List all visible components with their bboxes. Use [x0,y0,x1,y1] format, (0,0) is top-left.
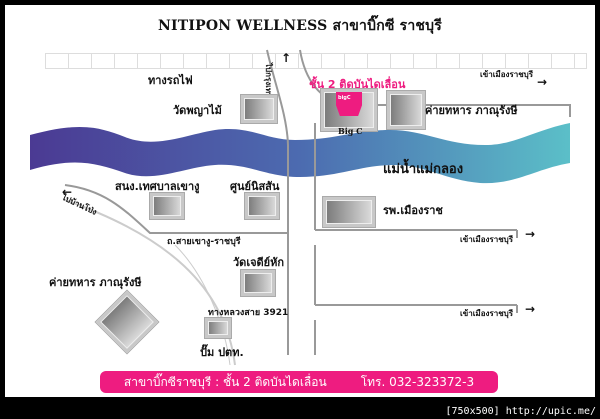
nissan-center-label: ศูนย์นิสสัน [230,180,280,193]
railway-label: ทางรถไฟ [148,74,193,87]
wat-chedi-hak-building [241,270,275,296]
wat-phaya-mai-label: วัดพญาไม้ [173,104,222,117]
arrow-right-icon: → [525,227,536,241]
to-ratchaburi-label-3: เข้าเมืองราชบุรี [460,309,514,318]
highway-label: ทางหลวงสาย 3921 [208,308,289,318]
ptt-station-label: ปั๊ม ปตท. [200,346,244,359]
floor-note-label: ชั้น 2 ติดบันไดเลื่อน [309,78,406,91]
wat-chedi-hak-label: วัดเจดีย์หัก [233,256,285,269]
hospital-building [323,197,375,227]
nissan-center-building [245,193,279,219]
army-camp-right-label: ค่ายทหาร ภาณุรังษี [425,104,518,117]
watermark: [750x500] http://upic.me/ [445,406,596,417]
arrow-right-icon: → [537,75,548,89]
contact-banner: สาขาบิ๊กซีราชบุรี : ชั้น 2 ติดบันไดเลื่อ… [100,371,498,393]
phone-number: โทร. 032-323372-3 [360,374,475,389]
big-c-building: bigC [321,89,377,131]
arrow-left-icon: ← [62,185,73,199]
railway-track [45,53,587,69]
to-ratchaburi-label-1: เข้าเมืองราชบุรี [480,70,534,79]
road-khaongu-label: ถ.สายเขางู-ราชบุรี [167,237,241,247]
municipal-office-building [150,193,184,219]
to-ratchaburi-label-2: เข้าเมืองราชบุรี [460,235,514,244]
ptt-station-building [205,318,231,338]
municipal-office-label: สนง.เทศบาลเขางู [115,180,200,193]
arrow-up-icon: ↑ [281,51,292,65]
wat-phaya-mai-building [241,95,277,123]
arrow-right-icon: → [525,302,536,316]
map-canvas: NITIPON WELLNESS สาขาบิ๊กซี ราชบุรี ทางร… [5,5,595,397]
army-camp-left-label: ค่ายทหาร ภาณุรังษี [49,276,142,289]
map-title: NITIPON WELLNESS สาขาบิ๊กซี ราชบุรี [158,18,442,34]
big-c-logo: bigC [338,95,351,101]
branch-info: สาขาบิ๊กซีราชบุรี : ชั้น 2 ติดบันไดเลื่อ… [123,374,327,389]
roads-and-river [30,49,571,366]
hospital-label: รพ.เมืองราช [383,204,443,217]
big-c-label: Big C [338,126,363,136]
river-label: แม่น้ำแม่กลอง [383,162,464,177]
army-camp-right-building [387,91,425,129]
